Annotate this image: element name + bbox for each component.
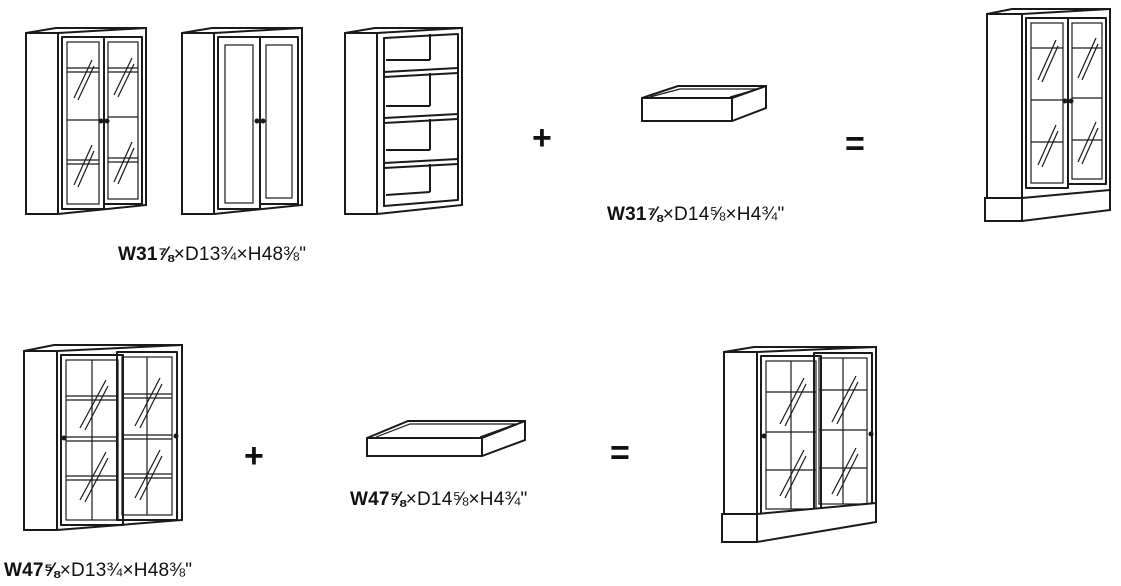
plinth-dimensions-row2: W47⅝×D14⅝×H4¾" [350,489,528,510]
equals-sign-row1: = [845,125,865,163]
cabinet-dimensions-row1: W31⅞×D13¾×H48⅜" [118,244,307,265]
plinth-wide [366,420,526,457]
plinth-dimensions-row1: W31⅞×D14⅝×H4¾" [607,204,785,225]
equals-sign-row2: = [610,434,630,472]
glass-door-cabinet-wide [23,344,183,531]
panel-door-cabinet [181,27,303,215]
cabinet-with-plinth-wide [721,346,877,543]
open-shelf-frame [344,27,463,215]
cabinet-with-plinth-narrow [984,8,1111,222]
plinth-narrow [641,85,767,122]
glass-door-cabinet-narrow [25,27,147,215]
cabinet-dimensions-row2: W47⅝×D13¾×H48⅜" [4,560,193,581]
plus-sign-row1: + [532,119,552,157]
plus-sign-row2: + [244,437,264,475]
